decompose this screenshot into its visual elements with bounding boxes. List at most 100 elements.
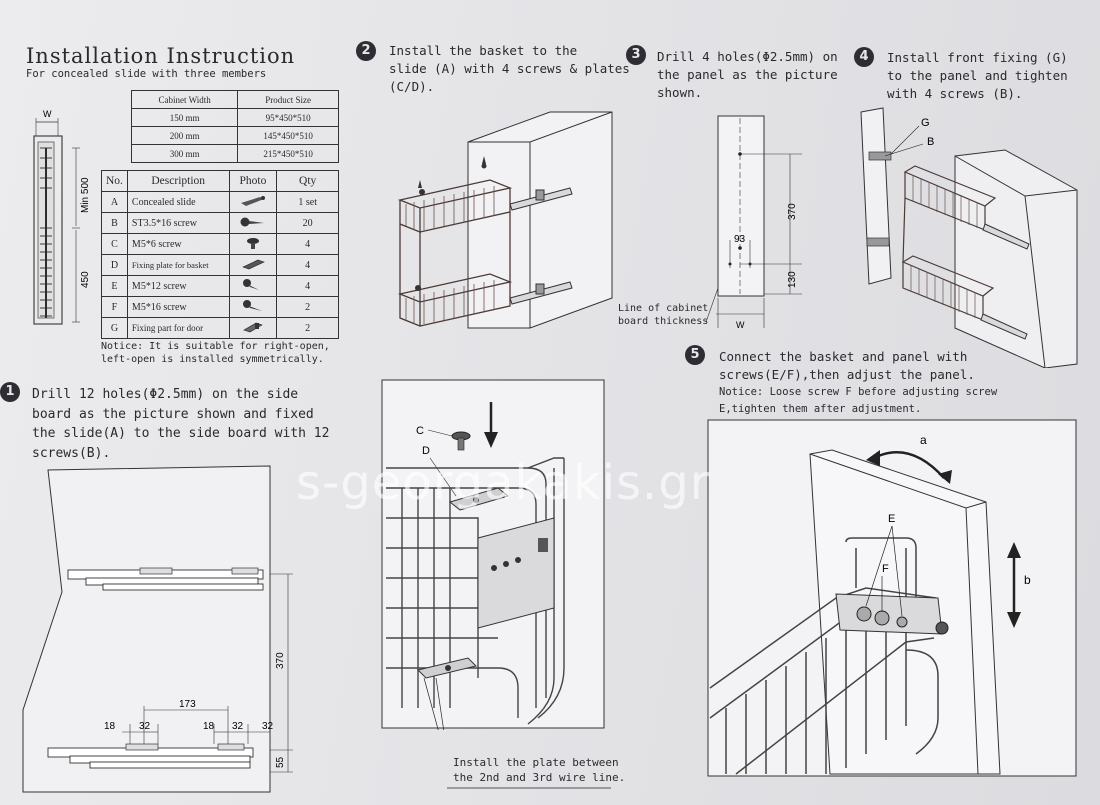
part-qty: 1 set: [276, 191, 339, 213]
parts-header-no: No.: [101, 170, 128, 192]
table-row: G Fixing part for door 2: [101, 317, 339, 339]
basket-wires: [405, 186, 495, 324]
step-line: shown.: [657, 85, 703, 100]
part-description: Fixing plate for basket: [126, 254, 230, 276]
label-f: F: [882, 563, 889, 575]
part-qty: 4: [276, 233, 339, 255]
dim-173: 173: [179, 699, 196, 710]
basket-frame: [397, 179, 513, 327]
table-row: B ST3.5*16 screw 20: [101, 212, 339, 234]
table-row: 200 mm 145*450*510: [130, 126, 339, 145]
notice-text: Notice: It is suitable for right-open, l…: [101, 340, 330, 366]
size-cell: 300 mm: [130, 144, 239, 163]
step1-side-board-figure: 370 55 173 18 32 18 32 32: [22, 465, 293, 793]
caption-line: Install the plate between: [453, 756, 619, 769]
step2-cabinet-basket-figure: [397, 111, 613, 329]
min-height-label: Min 500: [80, 177, 91, 213]
dim-370: 370: [787, 203, 798, 220]
step-line: to the panel and tighten: [887, 68, 1068, 83]
part-no: D: [101, 254, 128, 276]
step4-panel-fixing-figure: G B: [860, 107, 1078, 368]
size-cell: 150 mm: [130, 108, 239, 127]
board-thickness-label: Line of cabinet board thickness: [618, 302, 708, 328]
table-row: C M5*6 screw 4: [101, 233, 339, 255]
rotate-arrow-icon: [866, 450, 952, 484]
part-qty: 2: [276, 317, 339, 339]
height-label: 450: [80, 271, 91, 288]
label-b: b: [1024, 573, 1031, 587]
step5-notice: Notice: Loose screw F before adjusting s…: [719, 384, 997, 418]
parts-header-qty: Qty: [276, 170, 339, 192]
size-header-width: Cabinet Width: [130, 90, 239, 109]
plate-caption: Install the plate between the 2nd and 3r…: [453, 755, 625, 785]
vertical-arrow-icon: [1007, 542, 1021, 628]
table-row: F M5*16 screw 2: [101, 296, 339, 318]
parts-header-photo: Photo: [228, 170, 278, 192]
label-d: D: [422, 445, 430, 457]
part-qty: 20: [276, 212, 339, 234]
label-line: board thickness: [618, 316, 709, 327]
table-row: D Fixing plate for basket 4: [101, 254, 339, 276]
step1-text: Drill 12 holes(Φ2.5mm) on the side board…: [32, 385, 329, 463]
table-row: 150 mm 95*450*510: [130, 108, 339, 127]
part-description: ST3.5*16 screw: [126, 212, 230, 234]
part-no: A: [101, 191, 128, 213]
step-number: 1: [0, 382, 20, 402]
dim-18: 18: [104, 721, 116, 732]
step-line: board as the picture shown and fixed: [32, 406, 314, 422]
part-description: M5*16 screw: [126, 296, 230, 318]
label-g: G: [921, 117, 930, 129]
part-description: Fixing part for door: [126, 317, 230, 339]
size-cell: 145*450*510: [237, 126, 339, 145]
step-line: (C/D).: [389, 79, 435, 94]
part-description: Concealed slide: [126, 191, 230, 213]
bracket-icon: [243, 322, 263, 332]
part-description: M5*6 screw: [126, 233, 230, 255]
size-table: Cabinet Width Product Size 150 mm 95*450…: [130, 90, 339, 163]
step-line: Connect the basket and panel with: [719, 349, 968, 364]
screw-icon: [242, 299, 262, 311]
notice-line: Notice: It is suitable for right-open,: [101, 341, 330, 352]
part-no: E: [101, 275, 128, 297]
width-label: W: [736, 320, 745, 330]
watermark-text: s-georgakakis.gr: [296, 455, 711, 511]
step-number: 4: [854, 47, 874, 67]
label-b: B: [927, 136, 934, 148]
part-qty: 4: [276, 254, 339, 276]
step3-panel-drill-figure: 370 130 93 W: [705, 115, 802, 330]
dim-32: 32: [232, 721, 244, 732]
step-line: screws(B).: [32, 445, 111, 461]
upper-slide: [67, 567, 264, 591]
dim-93: 93: [734, 234, 746, 245]
label-line: Line of cabinet: [618, 303, 709, 314]
plate-detail-figure: C D: [381, 379, 605, 730]
dim-18: 18: [203, 721, 215, 732]
label-c: C: [416, 425, 424, 437]
dim-55: 55: [275, 756, 286, 768]
page-title: Installation Instruction: [26, 44, 296, 68]
size-cell: 215*450*510: [237, 144, 339, 163]
adjust-bracket: [835, 593, 949, 635]
step5-adjust-figure: a b E F: [707, 419, 1077, 777]
table-row: 300 mm 215*450*510: [130, 144, 339, 163]
step2-text: Install the basket to the slide (A) with…: [389, 42, 630, 96]
side-cabinet-figure: W Min 500 450: [33, 109, 91, 325]
screw-icon: [242, 278, 259, 290]
dim-370: 370: [275, 652, 286, 669]
slide-plate: [477, 517, 555, 629]
step-number: 2: [356, 41, 376, 61]
table-row: E M5*12 screw 4: [101, 275, 339, 297]
step5-text: Connect the basket and panel with screws…: [719, 348, 975, 384]
notice-line: Notice: Loose screw F before adjusting s…: [719, 386, 998, 398]
caption-underline: [447, 787, 611, 789]
step-line: slide (A) with 4 screws & plates: [389, 61, 630, 76]
part-photo: [228, 212, 278, 234]
screw-c-icon: [451, 431, 471, 451]
step-line: with 4 screws (B).: [887, 86, 1023, 101]
step-line: the panel as the picture: [657, 67, 838, 82]
short-screw-icon: [246, 237, 259, 249]
basket-wires: [910, 176, 978, 318]
caption-line: the 2nd and 3rd wire line.: [453, 771, 626, 784]
page-subtitle: For concealed slide with three members: [26, 68, 267, 80]
part-photo: [228, 296, 278, 318]
